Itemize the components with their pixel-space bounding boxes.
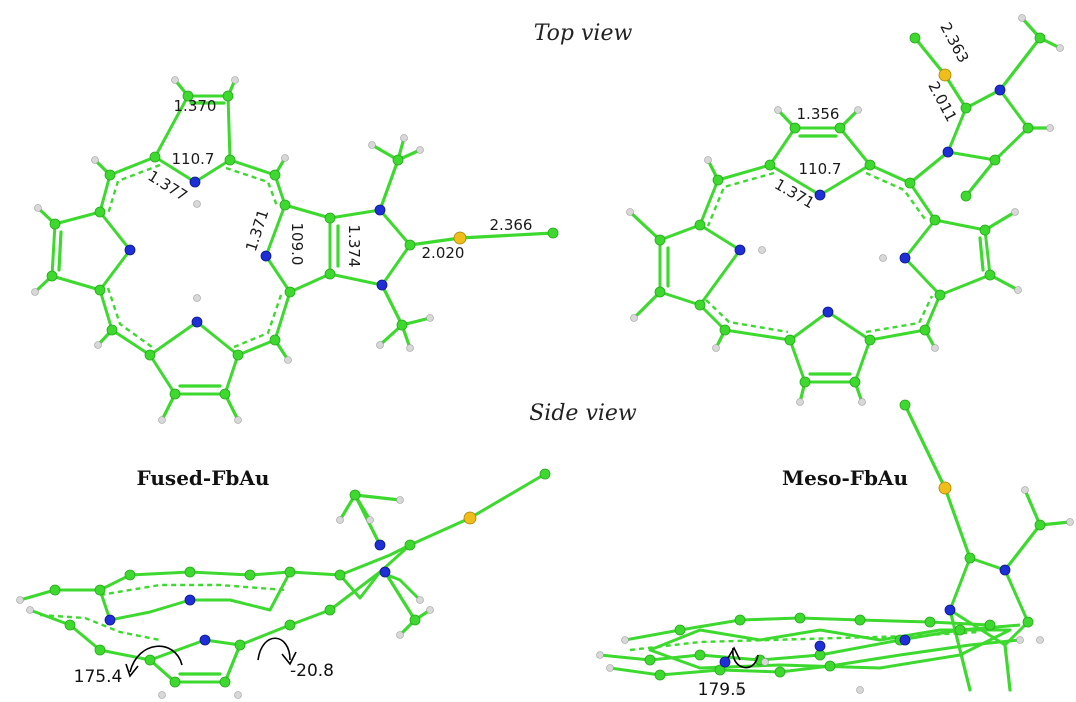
fused-fbau-label: Fused-FbAu <box>137 466 270 490</box>
meso-angle-label: 179.5 <box>698 680 747 700</box>
fused-cc-top-label: 1.370 <box>174 97 217 115</box>
fused-au-cl-label: 2.366 <box>490 216 533 234</box>
top-view-title: Top view <box>534 21 633 46</box>
fused-cn-top-label: 1.377 <box>145 167 191 205</box>
side-view-title: Side view <box>529 401 637 426</box>
meso-au-cl-label: 2.363 <box>936 19 972 65</box>
fused-angle-right-label: -20.8 <box>290 661 334 681</box>
meso-au-c-label: 2.011 <box>924 78 960 124</box>
fused-cc-fused-label: 1.374 <box>345 225 363 268</box>
fused-angle-left-label: 175.4 <box>74 667 123 687</box>
fused-angle-right-label: 109.0 <box>288 223 306 266</box>
fused-au-c-label: 2.020 <box>422 244 465 262</box>
meso-angle-top-label: 110.7 <box>799 160 842 178</box>
meso-fbau-top-view: 1.356 110.7 1.371 2.363 2.011 <box>626 14 1064 406</box>
fused-angle-top-label: 110.7 <box>172 150 215 168</box>
meso-fbau-side-view: 179.5 <box>596 399 1074 700</box>
meso-cc-top-label: 1.356 <box>797 105 840 123</box>
fused-fbau-top-view: 1.370 110.7 1.377 1.371 109.0 1.374 2.02… <box>31 76 559 424</box>
meso-fbau-label: Meso-FbAu <box>782 466 908 490</box>
fused-fbau-side-view: 175.4 -20.8 <box>16 468 551 699</box>
